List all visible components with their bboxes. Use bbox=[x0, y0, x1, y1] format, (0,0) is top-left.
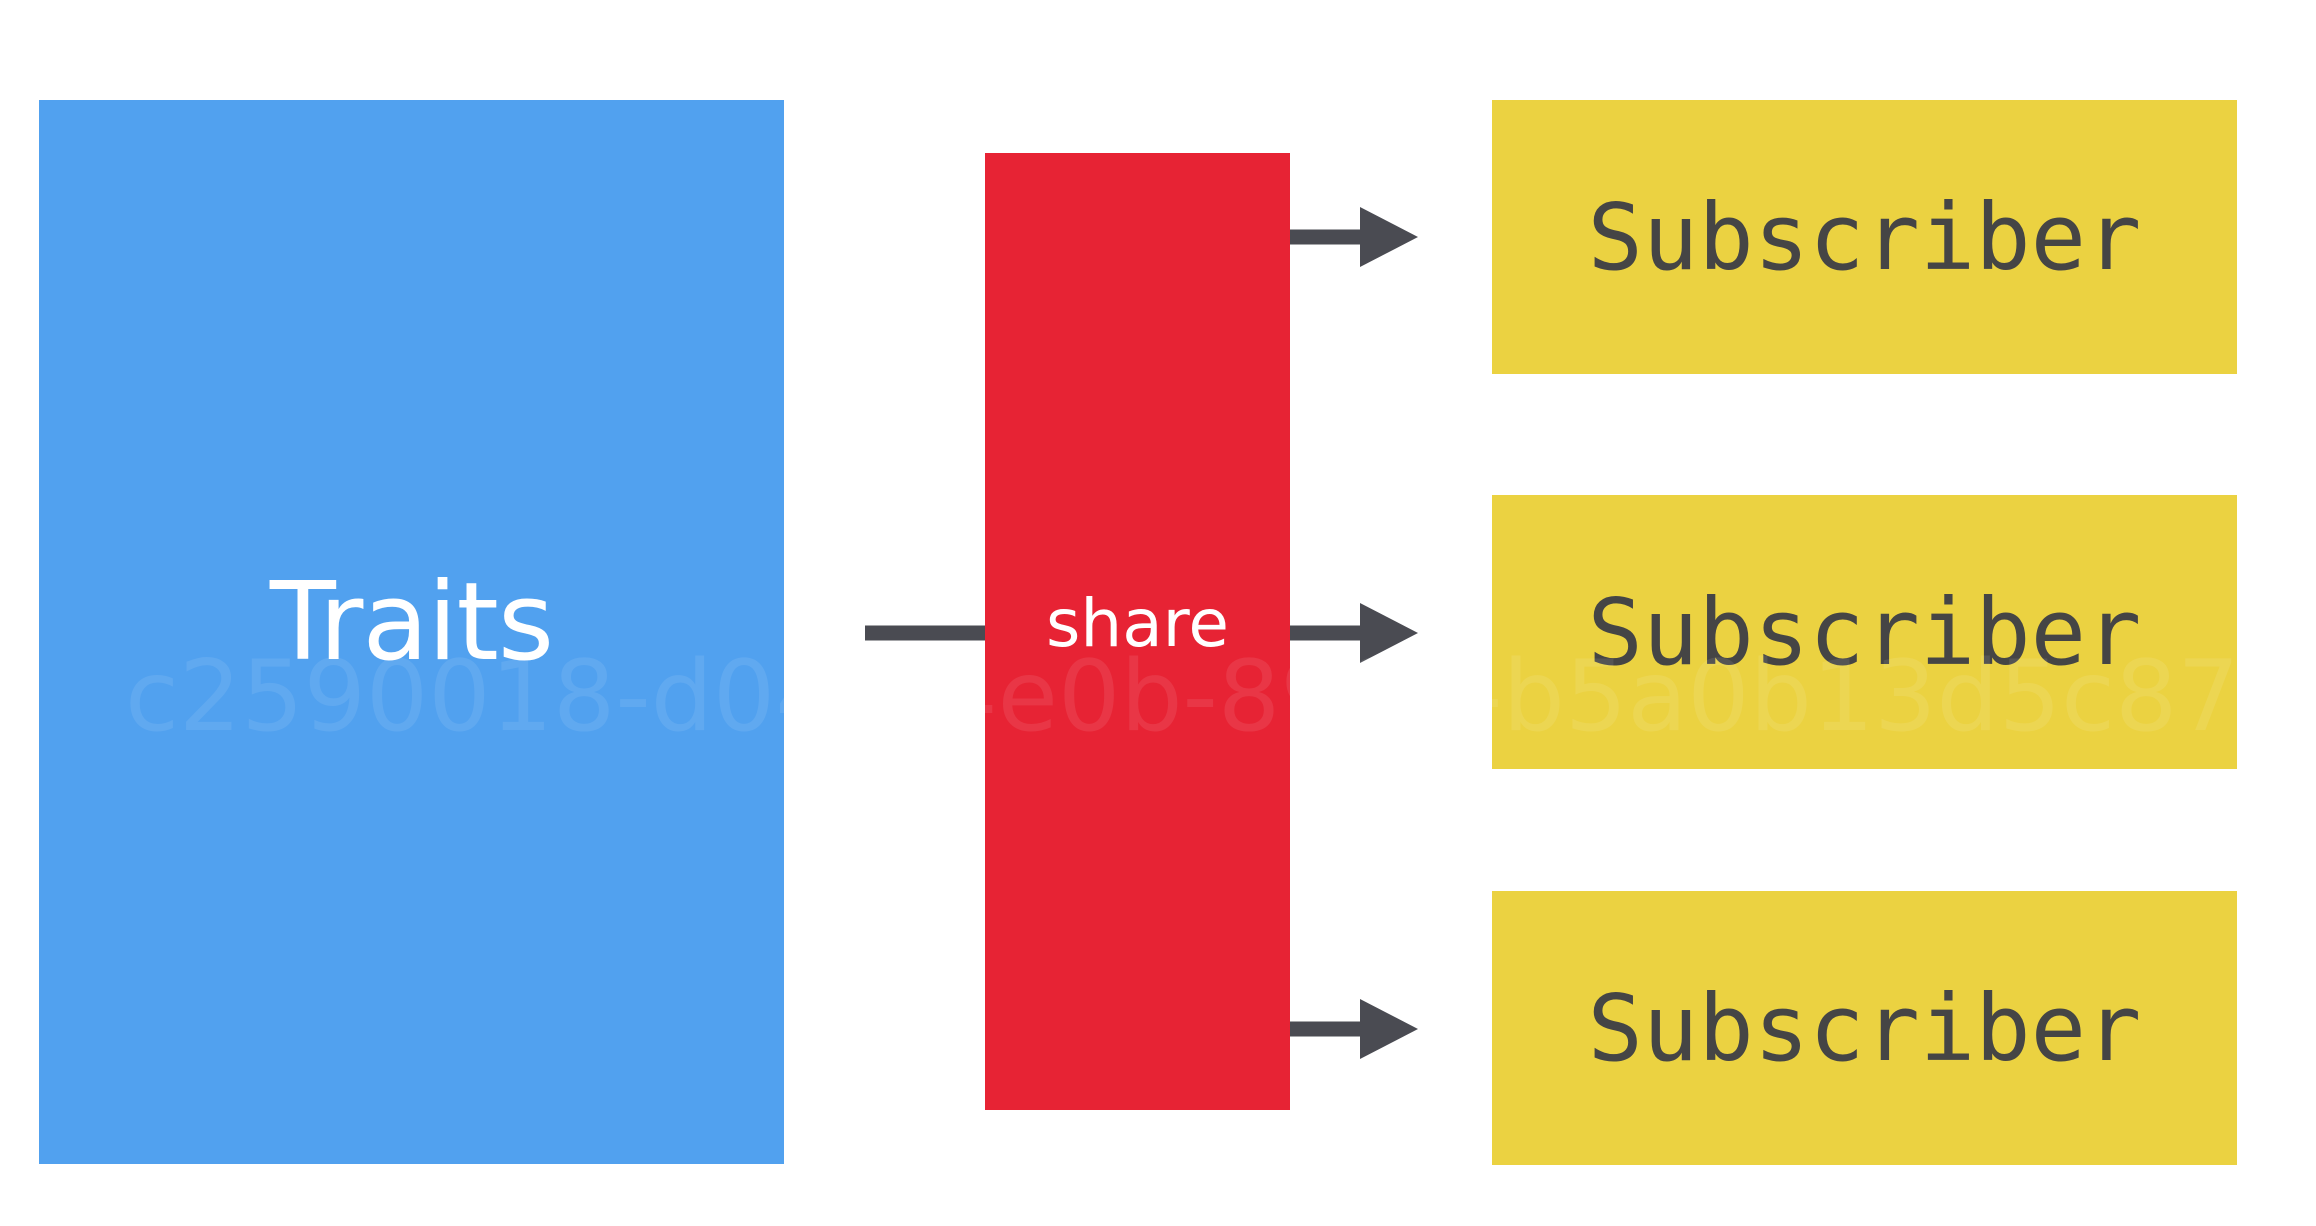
output-arrow-2-head bbox=[1360, 603, 1418, 663]
output-arrow-3-head bbox=[1360, 999, 1418, 1059]
traits-block: Traits bbox=[39, 100, 784, 1164]
share-label: share bbox=[1046, 585, 1229, 662]
traits-label: Traits bbox=[269, 559, 554, 685]
output-arrow-1-head bbox=[1360, 207, 1418, 267]
subscriber-label: Subscriber bbox=[1587, 578, 2142, 686]
share-block: share bbox=[985, 153, 1290, 1110]
subscriber-label: Subscriber bbox=[1587, 974, 2142, 1082]
subscriber-block-3: Subscriber bbox=[1492, 891, 2237, 1165]
subscriber-block-1: Subscriber bbox=[1492, 100, 2237, 374]
subscriber-label: Subscriber bbox=[1587, 183, 2142, 291]
subscriber-block-2: Subscriber bbox=[1492, 495, 2237, 769]
